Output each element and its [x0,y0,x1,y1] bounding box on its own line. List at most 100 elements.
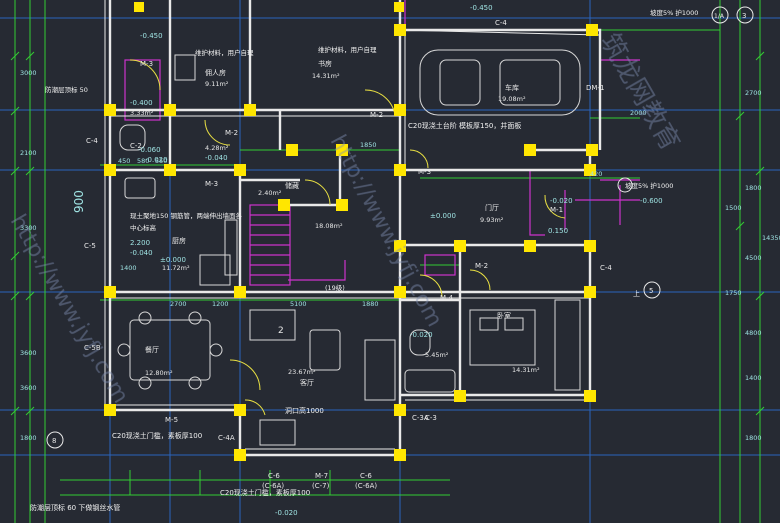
room-labels: 佣人房 9.11m² 书房 14.31m² 车库 19.08m² 3.33m² … [130,59,540,387]
dining-area: 12.80m² [145,369,173,377]
dim-d12: 3600 [20,349,37,357]
dimension-values: 2100 1850 2000 450 580 550 420 2700 1200… [20,69,780,442]
annotations: 维护材料，用户自理 维护材料，用户自理 C20现浇土台阶 模板厚150，井面板 … [30,8,698,512]
tag-c6b: (C-6A) [262,482,284,490]
columns [104,2,598,461]
tag-c6d: (C-6A) [355,482,377,490]
axis-a3: 5 [649,287,653,295]
dim-d5: 450 [118,157,130,165]
watermark-2: 筑龙网教育 [594,29,685,157]
note-overhang: 防潮层顶标 50 [45,85,88,94]
tag-m2a: M-2 [370,111,383,119]
level-l14: ±0.000 [160,256,186,264]
level-l9: 0.150 [548,227,568,235]
dim-d36: 1400 [745,374,762,382]
watermark-3: http://www.jyfj.com [5,211,133,408]
dim-d8: 420 [590,170,602,178]
dim-d1: 2100 [20,149,37,157]
dim-d4: 2000 [630,109,647,117]
dining-name: 餐厅 [145,345,159,354]
wall-inner-lines [104,0,601,450]
garage-area: 19.08m² [498,95,526,103]
room2-area: 14.31m² [312,72,340,80]
dim-d34: 3600 [20,384,37,392]
dim-d11: 1400 [120,264,137,272]
dim-d6: 580 [137,157,149,165]
note-slab-door1: C20现浇土门槛，素板厚100 [112,431,202,440]
dim-d7: 550 [155,157,167,165]
note-slab-k: 现土聚地150 钢筋管，两端伸出墙面各 [130,211,242,220]
ensuite-area: 5.45m² [425,351,449,359]
note-center: 中心标高 [130,223,157,232]
door-tags: M-3 M-2 M-2 M-3 M-3 M-4 M-5 M-7 (C-7) C-… [84,19,612,490]
tag-c4: C-4 [495,19,507,27]
tag-c5b: C-5B [84,344,101,352]
level-l1: -0.450 [140,32,163,40]
door-swings [129,59,566,416]
bath-area: 3.33m² [130,109,154,117]
room2-name: 书房 [318,59,332,68]
dim-d10: 1200 [212,300,229,308]
level-l6: -0.020 [550,197,573,205]
dimension-ticks [10,51,765,416]
tag-m3b: M-3 [205,180,218,188]
level-l7: ±0.000 [430,212,456,220]
tag-c4b: C-4 [600,264,612,272]
level-l4: -0.040 [205,154,228,162]
walls [108,0,602,457]
level-l3: -0.060 [138,146,161,154]
dim-d3: 1850 [360,141,377,149]
tag-c3: C-3 [425,414,437,422]
tag-m1: M-1 [550,206,563,214]
living-area: 23.67m² [288,368,316,376]
note-drain: 防潮层顶标 60 下做钢丝水管 [30,503,120,512]
dim-d21: 1880 [362,300,379,308]
dim-d16: 2700 [745,89,762,97]
level-l5: -0.040 [130,249,153,257]
tag-c5: C-5 [84,242,96,250]
tag-m2c: M-2 [475,262,488,270]
dim-d23: 5100 [290,300,307,308]
note-slab-top: 坡度5% 护1000 [650,8,698,17]
dim-d33: 1800 [745,434,762,442]
store-name: 储藏 [285,181,299,190]
note-slab150: C20现浇土台阶 模板厚150，井面板 [408,121,521,130]
furniture [117,49,581,446]
level-l13: -0.450 [470,4,493,12]
tag-c4a: C-4A [218,434,235,442]
foyer-area: 9.93m² [480,216,504,224]
store-area: 2.40m² [258,189,282,197]
tag-dm1: DM-1 [586,84,604,92]
dim-d27: 3000 [20,69,37,77]
tag-m7b: (C-7) [312,482,330,490]
note-stair-steps: (19级) [325,283,345,292]
levels: -0.450 -0.400 -0.060 -0.040 -0.040 2.200… [130,4,663,517]
bedroom-name: 卧室 [497,311,511,320]
level-l12: -0.020 [410,331,433,339]
foyer-name: 门厅 [485,203,499,212]
level-l2: -0.400 [130,99,153,107]
level-l15: 2.200 [130,239,150,247]
hall-mid-area: 18.08m² [315,222,343,230]
tag-c3a: C-3A [412,414,429,422]
dim-d19: 1500 [725,204,742,212]
dim-d35: 1750 [725,289,742,297]
section-mark-s2: 上 [633,289,640,298]
dim-d14: 4500 [745,254,762,262]
room1-name: 佣人房 [205,68,226,77]
tag-c6a: C-6 [268,472,280,480]
room1-area: 9.11m² [205,80,229,88]
axis-a5: 8 [52,437,56,445]
level-l10: -0.600 [640,197,663,205]
dim-d15: 1800 [20,434,37,442]
tag-m3c: M-3 [418,168,431,176]
dim-d9: 2700 [170,300,187,308]
section-mark-s1: 2 [278,326,284,336]
axis-a2: 1/A [714,13,725,20]
bedroom-area: 14.31m² [512,366,540,374]
living-name: 客厅 [300,378,314,387]
axis-bubbles [46,6,754,449]
dim-d13: 4800 [745,329,762,337]
garage-name: 车库 [505,83,519,92]
